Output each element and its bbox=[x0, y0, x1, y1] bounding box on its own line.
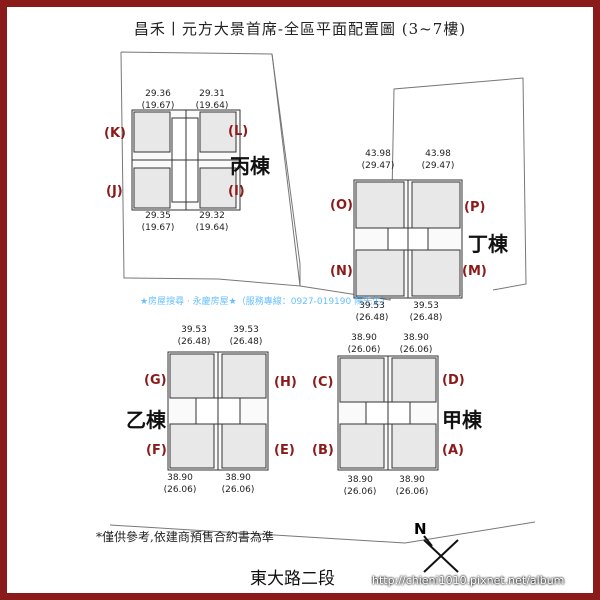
unit-label-p: (P) bbox=[464, 200, 486, 215]
page-title: 昌禾丨元方大景首席-全區平面配置圖 (3~7樓) bbox=[133, 20, 467, 38]
area-label: 38.90(26.06) bbox=[343, 475, 377, 497]
site-boundary-line bbox=[271, 53, 301, 287]
area-label: 39.53(26.48) bbox=[229, 325, 263, 347]
disclaimer-note: *僅供參考,依建商預售合約書為準 bbox=[96, 530, 274, 544]
unit-label-f: (F) bbox=[146, 443, 167, 458]
unit-label-k: (K) bbox=[104, 126, 126, 141]
area-label: 38.90(26.06) bbox=[347, 333, 381, 355]
unit-label-a: (A) bbox=[442, 443, 464, 458]
building-name-yi: 乙棟 bbox=[126, 408, 166, 432]
unit-label-l: (L) bbox=[228, 124, 249, 139]
area-label: 39.53(26.48) bbox=[409, 301, 443, 323]
watermark: ★房屋搜尋 · 永慶房屋★（服務專線：0927-019190 陳先生） bbox=[140, 297, 391, 307]
north-arrow-icon bbox=[423, 535, 459, 573]
area-label: 29.36(19.67) bbox=[141, 89, 175, 111]
building-name-ding: 丁棟 bbox=[468, 232, 508, 256]
area-label: 43.98(29.47) bbox=[361, 149, 395, 171]
area-label: 39.53(26.48) bbox=[355, 301, 389, 323]
unit-label-j: (J) bbox=[106, 184, 123, 199]
unit-label-e: (E) bbox=[274, 443, 295, 458]
unit-label-n: (N) bbox=[330, 264, 353, 279]
area-label: 29.35(19.67) bbox=[141, 211, 175, 233]
area-label: 38.90(26.06) bbox=[399, 333, 433, 355]
unit-label-o: (O) bbox=[330, 198, 353, 213]
area-label: 38.90(26.06) bbox=[221, 473, 255, 495]
unit-label-d: (D) bbox=[442, 373, 465, 388]
building-name-bing: 丙棟 bbox=[230, 154, 270, 178]
building-name-jia: 甲棟 bbox=[442, 408, 482, 432]
unit-label-i: (I) bbox=[228, 184, 245, 199]
area-label: 38.90(26.06) bbox=[395, 475, 429, 497]
area-label: 43.98(29.47) bbox=[421, 149, 455, 171]
album-url: http://chieni1010.pixnet.net/album bbox=[372, 574, 565, 587]
road-name: 東大路二段 bbox=[250, 569, 335, 589]
building-yi-plan bbox=[167, 351, 269, 471]
unit-label-b: (B) bbox=[312, 443, 334, 458]
unit-label-m: (M) bbox=[462, 264, 487, 279]
area-label: 38.90(26.06) bbox=[163, 473, 197, 495]
site-boundary-bottom bbox=[109, 521, 536, 544]
area-label: 29.31(19.64) bbox=[195, 89, 229, 111]
building-ding-plan bbox=[353, 179, 463, 299]
building-bing-plan bbox=[131, 109, 241, 211]
unit-label-g: (G) bbox=[144, 373, 167, 388]
unit-label-h: (H) bbox=[274, 375, 297, 390]
north-label: N bbox=[414, 520, 427, 538]
area-label: 29.32(19.64) bbox=[195, 211, 229, 233]
unit-label-c: (C) bbox=[312, 375, 334, 390]
area-label: 39.53(26.48) bbox=[177, 325, 211, 347]
building-jia-plan bbox=[337, 355, 439, 471]
